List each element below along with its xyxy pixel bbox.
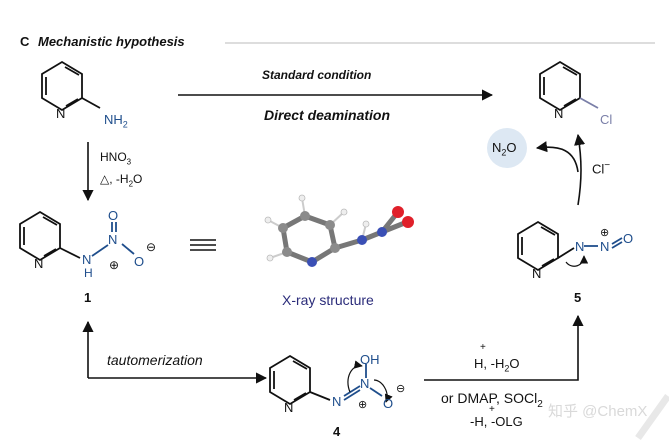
- compound4-number: 4: [333, 424, 341, 439]
- compound5-n2: N: [600, 239, 610, 254]
- compound5-number: 5: [574, 290, 582, 305]
- compound4-curly-arrow-1: [347, 360, 363, 393]
- n2o-text: N: [492, 140, 502, 155]
- nitration-reagent: HNO3: [100, 150, 131, 166]
- compound1-plus-charge: ⊕: [109, 258, 120, 272]
- compound4-o: O: [383, 396, 394, 411]
- aminopyridine-n-atom: N: [56, 106, 66, 121]
- compound4-minus-charge: ⊖: [396, 383, 406, 395]
- watermark-slash: [635, 393, 669, 441]
- hno3-text: HNO: [100, 150, 127, 164]
- compound1-nitro-n: N: [108, 232, 118, 247]
- condition-line1-text: H, -H: [474, 356, 505, 371]
- chloride-sup: −: [604, 160, 611, 171]
- compound4-oh: OH: [360, 352, 380, 367]
- compound4-ring: [269, 354, 383, 406]
- compound1-ring: [19, 210, 135, 262]
- chloride-label: Cl−: [592, 160, 610, 176]
- condition-line3-plus: +: [489, 404, 495, 415]
- chloride-text: Cl: [592, 161, 605, 177]
- n2o-label: N2O: [492, 140, 517, 158]
- aminopyridine-nh2: NH2: [104, 112, 128, 130]
- compound1-nh-n: N: [82, 252, 92, 267]
- compound5-plus-charge: ⊕: [600, 227, 610, 239]
- compound4-plus-charge: ⊕: [358, 399, 368, 411]
- compound1-number: 1: [84, 290, 92, 305]
- condition-line1: H, -H2O: [474, 356, 519, 374]
- heat-tail: O: [133, 172, 143, 186]
- chloropyridine-ring: [539, 60, 599, 112]
- compound1-nitro-o-side: O: [134, 254, 145, 269]
- compound1-nh-h: H: [84, 266, 93, 280]
- substitution-arrow: [574, 133, 586, 206]
- compound4-n1: N: [332, 394, 342, 409]
- xray-structure: [264, 194, 414, 267]
- n2o-tail: O: [506, 140, 517, 155]
- watermark: 知乎 @ChemX: [548, 403, 648, 420]
- standard-condition-label: Standard condition: [262, 68, 372, 82]
- direct-deamination-label: Direct deamination: [264, 107, 391, 123]
- tautomerization-label: tautomerization: [107, 352, 203, 368]
- elimination-arrow: [424, 314, 584, 381]
- equivalence-sign: [190, 239, 216, 251]
- compound5-curly-arrow: [565, 255, 589, 267]
- compound4-ring-n: N: [284, 400, 294, 415]
- nitration-conditions: △, -H2O: [100, 172, 142, 188]
- heat-sub: 2: [128, 179, 134, 189]
- condition-line1-sub: 2: [504, 363, 510, 374]
- condition-line3: -H, -OLG: [470, 414, 523, 429]
- compound4-n2: N: [360, 376, 370, 391]
- compound5-ring-n: N: [532, 266, 542, 281]
- condition-line1-tail: O: [509, 356, 520, 371]
- heat-text: △, -H: [100, 172, 129, 186]
- compound5-ring: [517, 220, 623, 272]
- condition-line2-sub: 2: [537, 398, 543, 410]
- section-letter: C: [20, 34, 30, 49]
- nh2-text: NH: [104, 112, 123, 127]
- n2o-sub: 2: [501, 147, 507, 158]
- compound5-o: O: [623, 231, 634, 246]
- section-title: Mechanistic hypothesis: [38, 34, 185, 49]
- compound1-nitro-o-top: O: [108, 208, 119, 223]
- compound4-curly-arrow-2: [373, 379, 393, 403]
- n2o-release-arrow: [535, 141, 579, 173]
- compound1-ring-n: N: [34, 256, 44, 271]
- xray-caption: X-ray structure: [282, 292, 374, 308]
- n2o-bubble: [487, 128, 527, 168]
- hno3-sub: 3: [126, 157, 132, 167]
- chloropyridine-n-atom: N: [554, 106, 564, 121]
- condition-line1-plus: +: [480, 342, 486, 353]
- compound1-minus-charge: ⊖: [146, 240, 157, 254]
- chloropyridine-cl: Cl: [600, 112, 613, 127]
- condition-line2-text: or DMAP, SOCl: [441, 390, 538, 406]
- compound5-n1: N: [575, 239, 585, 254]
- condition-line2: or DMAP, SOCl2: [441, 390, 543, 410]
- aminopyridine-ring: [41, 60, 101, 112]
- nh2-sub: 2: [122, 119, 128, 130]
